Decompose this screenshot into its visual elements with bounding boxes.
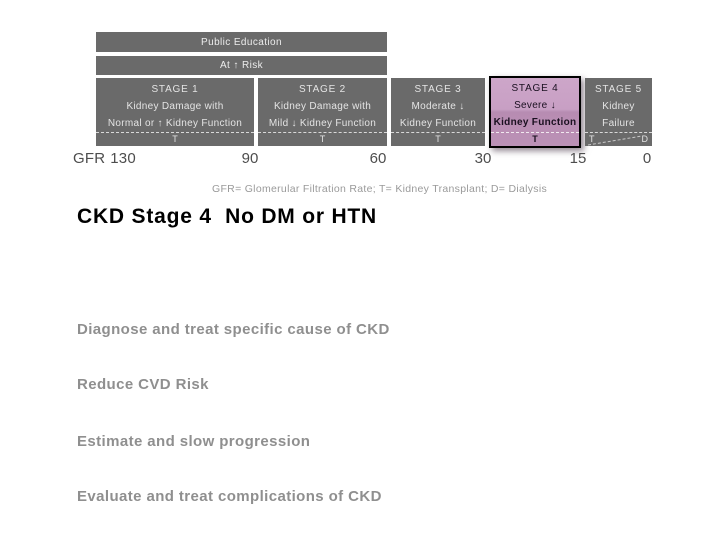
gfr-axis-label: GFR <box>73 150 106 167</box>
stage-3-desc: Moderate ↓ <box>411 101 465 112</box>
stage-2-name: STAGE 2 <box>298 84 347 95</box>
stage-1-name: STAGE 1 <box>151 84 199 95</box>
stage-3-desc: Kidney Function <box>399 118 477 129</box>
gfr-tick-30: 30 <box>474 150 492 167</box>
stage-box-4-highlighted: STAGE 4 Severe ↓ Kidney Function T <box>489 76 581 148</box>
dashed-transition-line <box>587 135 643 146</box>
stage-4-name: STAGE 4 <box>511 83 559 94</box>
stage-5-desc: Kidney <box>602 101 635 112</box>
stage-1-desc: Kidney Damage with <box>126 101 224 112</box>
stage-5-name: STAGE 5 <box>594 84 643 95</box>
bullet-item: Evaluate and treat complications of CKD <box>77 488 382 505</box>
stage-3-transplant-marker: T <box>391 132 485 146</box>
stage-box-1: STAGE 1 Kidney Damage with Normal or ↑ K… <box>96 78 254 146</box>
stage-2-transplant-marker: T <box>258 132 387 146</box>
stage-box-2: STAGE 2 Kidney Damage with Mild ↓ Kidney… <box>258 78 387 146</box>
gfr-tick-60: 60 <box>369 150 387 167</box>
stage-2-desc: Mild ↓ Kidney Function <box>268 118 377 129</box>
abbreviation-legend: GFR= Glomerular Filtration Rate; T= Kidn… <box>212 183 548 195</box>
stage-4-desc: Kidney Function <box>493 117 577 128</box>
stage-4-desc: Severe ↓ <box>514 100 556 111</box>
gfr-tick-0: 0 <box>642 150 652 167</box>
stage-5-strip: T D <box>585 132 652 146</box>
stage-box-5: STAGE 5 Kidney Failure T D <box>585 78 652 146</box>
slide-title: CKD Stage 4 No DM or HTN <box>77 205 378 228</box>
public-education-bar: Public Education <box>96 32 387 52</box>
stage-2-desc: Kidney Damage with <box>273 101 372 112</box>
stage-5-transplant-marker: T <box>589 134 595 144</box>
stage-3-name: STAGE 3 <box>414 84 462 95</box>
stage-5-desc: Failure <box>602 118 635 129</box>
stage-5-dialysis-marker: D <box>641 134 649 144</box>
bullet-item: Reduce CVD Risk <box>77 376 209 393</box>
at-risk-bar: At ↑ Risk <box>96 56 387 75</box>
gfr-tick-130: 130 <box>110 150 136 167</box>
bullet-item: Diagnose and treat specific cause of CKD <box>77 321 390 338</box>
gfr-tick-90: 90 <box>241 150 259 167</box>
gfr-tick-15: 15 <box>569 150 587 167</box>
stage-1-desc: Normal or ↑ Kidney Function <box>107 118 243 129</box>
bullet-item: Estimate and slow progression <box>77 433 311 450</box>
stage-4-transplant-marker: T <box>491 132 579 146</box>
stage-1-transplant-marker: T <box>96 132 254 146</box>
stage-box-3: STAGE 3 Moderate ↓ Kidney Function T <box>391 78 485 146</box>
